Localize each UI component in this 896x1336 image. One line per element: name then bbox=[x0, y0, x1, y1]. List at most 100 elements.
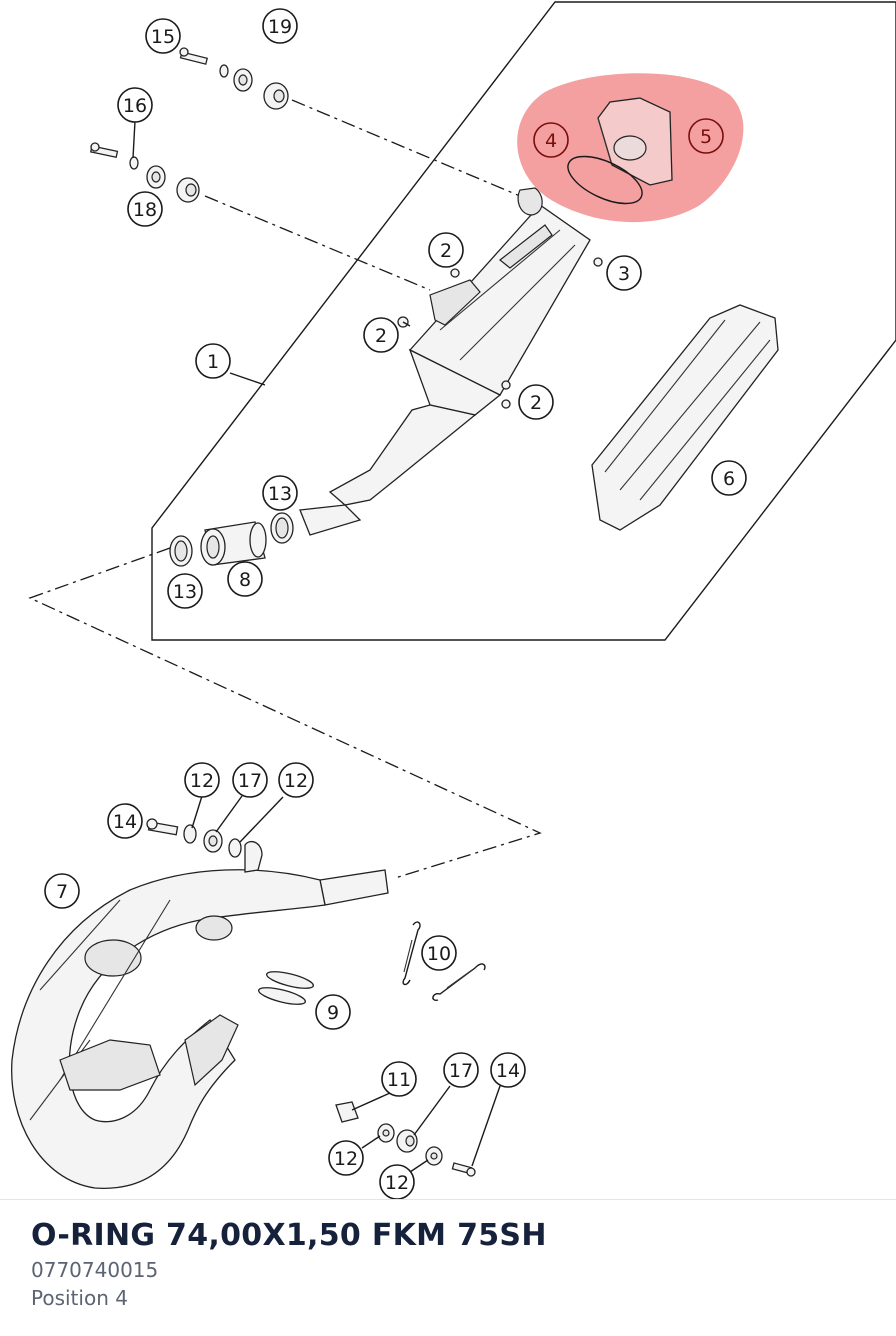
callout-circle bbox=[167, 573, 203, 609]
callout-19[interactable]: 19 bbox=[262, 8, 298, 44]
callout-label: 19 bbox=[268, 16, 292, 38]
part-title: O-RING 74,00X1,50 FKM 75SH bbox=[31, 1218, 547, 1253]
callout-14[interactable]: 14 bbox=[107, 803, 143, 839]
callout-circle bbox=[227, 561, 263, 597]
expansion-chamber bbox=[11, 841, 389, 1189]
spacer-17 bbox=[203, 829, 223, 853]
callout-2[interactable]: 2 bbox=[428, 232, 464, 268]
callout-circle bbox=[232, 762, 268, 798]
callout-17[interactable]: 17 bbox=[443, 1052, 479, 1088]
callout-13[interactable]: 13 bbox=[262, 475, 298, 511]
callout-6[interactable]: 6 bbox=[711, 460, 747, 496]
callout-12[interactable]: 12 bbox=[328, 1140, 364, 1176]
callout-label: 10 bbox=[427, 943, 451, 965]
spring bbox=[432, 963, 486, 1001]
callout-12[interactable]: 12 bbox=[278, 762, 314, 798]
callout-circle bbox=[328, 1140, 364, 1176]
callout-circle bbox=[195, 343, 231, 379]
callout-circle bbox=[315, 994, 351, 1030]
o-ring[interactable] bbox=[561, 147, 649, 213]
callout-4[interactable]: 4 bbox=[533, 122, 569, 158]
flange-seal bbox=[266, 971, 314, 989]
muffler-group-frame bbox=[151, 1, 896, 641]
screw bbox=[593, 257, 603, 267]
callout-label: 5 bbox=[700, 126, 712, 148]
callout-label: 2 bbox=[375, 325, 387, 347]
callout-15[interactable]: 15 bbox=[145, 18, 181, 54]
callout-label: 18 bbox=[133, 199, 157, 221]
flange-seal bbox=[258, 987, 306, 1005]
callout-12[interactable]: 12 bbox=[184, 762, 220, 798]
rubber-grommet bbox=[176, 177, 200, 203]
callout-12[interactable]: 12 bbox=[379, 1164, 415, 1200]
callout-11[interactable]: 11 bbox=[381, 1061, 417, 1097]
callout-circle bbox=[184, 762, 220, 798]
callout-label: 8 bbox=[239, 569, 251, 591]
exploded-parts-diagram: 1519161845232126138131217121471091117141… bbox=[11, 1, 896, 1200]
callout-label: 3 bbox=[618, 263, 630, 285]
washer bbox=[219, 64, 229, 78]
callout-label: 12 bbox=[284, 770, 308, 792]
silencer-outer-sleeve bbox=[591, 304, 779, 531]
callout-circle bbox=[533, 122, 569, 158]
callout-circle bbox=[44, 873, 80, 909]
callout-label: 17 bbox=[238, 770, 262, 792]
washer-12 bbox=[228, 838, 242, 858]
bolt-14 bbox=[146, 818, 179, 836]
callout-13[interactable]: 13 bbox=[167, 573, 203, 609]
rubber-grommet-19 bbox=[263, 82, 289, 110]
part-number: 0770740015 bbox=[31, 1258, 159, 1282]
callout-circle bbox=[127, 191, 163, 227]
callout-17[interactable]: 17 bbox=[232, 762, 268, 798]
callout-label: 12 bbox=[190, 770, 214, 792]
callout-circle bbox=[606, 255, 642, 291]
spring bbox=[402, 921, 421, 986]
clip-nut bbox=[335, 1101, 359, 1123]
callout-2[interactable]: 2 bbox=[518, 384, 554, 420]
callout-16[interactable]: 16 bbox=[117, 87, 153, 123]
end-cap[interactable] bbox=[597, 97, 673, 186]
bushing bbox=[233, 68, 253, 92]
callout-5[interactable]: 5 bbox=[688, 118, 724, 154]
callout-18[interactable]: 18 bbox=[127, 191, 163, 227]
callout-circle bbox=[145, 18, 181, 54]
callout-8[interactable]: 8 bbox=[227, 561, 263, 597]
callout-circle bbox=[688, 118, 724, 154]
callout-label: 14 bbox=[496, 1060, 520, 1082]
callout-label: 6 bbox=[723, 468, 735, 490]
callout-label: 9 bbox=[327, 1002, 339, 1024]
callout-3[interactable]: 3 bbox=[606, 255, 642, 291]
spacer-17 bbox=[396, 1129, 418, 1153]
callout-circle bbox=[490, 1052, 526, 1088]
callout-label: 2 bbox=[530, 392, 542, 414]
callout-circle bbox=[363, 317, 399, 353]
callout-9[interactable]: 9 bbox=[315, 994, 351, 1030]
callout-label: 13 bbox=[173, 581, 197, 603]
callout-10[interactable]: 10 bbox=[421, 935, 457, 971]
washer-12 bbox=[425, 1146, 443, 1166]
callout-label: 11 bbox=[387, 1069, 411, 1091]
coupling-tube bbox=[200, 521, 267, 566]
callout-label: 2 bbox=[440, 240, 452, 262]
callout-label: 7 bbox=[56, 881, 68, 903]
callout-label: 16 bbox=[123, 95, 147, 117]
callout-2[interactable]: 2 bbox=[363, 317, 399, 353]
screw bbox=[501, 380, 511, 390]
callout-1[interactable]: 1 bbox=[195, 343, 231, 379]
callout-circle bbox=[428, 232, 464, 268]
callout-circle bbox=[278, 762, 314, 798]
callout-7[interactable]: 7 bbox=[44, 873, 80, 909]
callout-label: 15 bbox=[151, 26, 175, 48]
screw bbox=[450, 268, 460, 278]
callout-label: 12 bbox=[334, 1148, 358, 1170]
washer-12 bbox=[183, 824, 197, 844]
bolt-16 bbox=[89, 142, 119, 159]
part-info-panel: O-RING 74,00X1,50 FKM 75SH 0770740015 Po… bbox=[0, 1199, 896, 1336]
callout-label: 12 bbox=[385, 1172, 409, 1194]
callout-label: 4 bbox=[545, 130, 557, 152]
callout-label: 1 bbox=[207, 351, 219, 373]
bushing-18 bbox=[146, 165, 166, 189]
callout-14[interactable]: 14 bbox=[490, 1052, 526, 1088]
callout-circle bbox=[262, 8, 298, 44]
callout-circle bbox=[421, 935, 457, 971]
